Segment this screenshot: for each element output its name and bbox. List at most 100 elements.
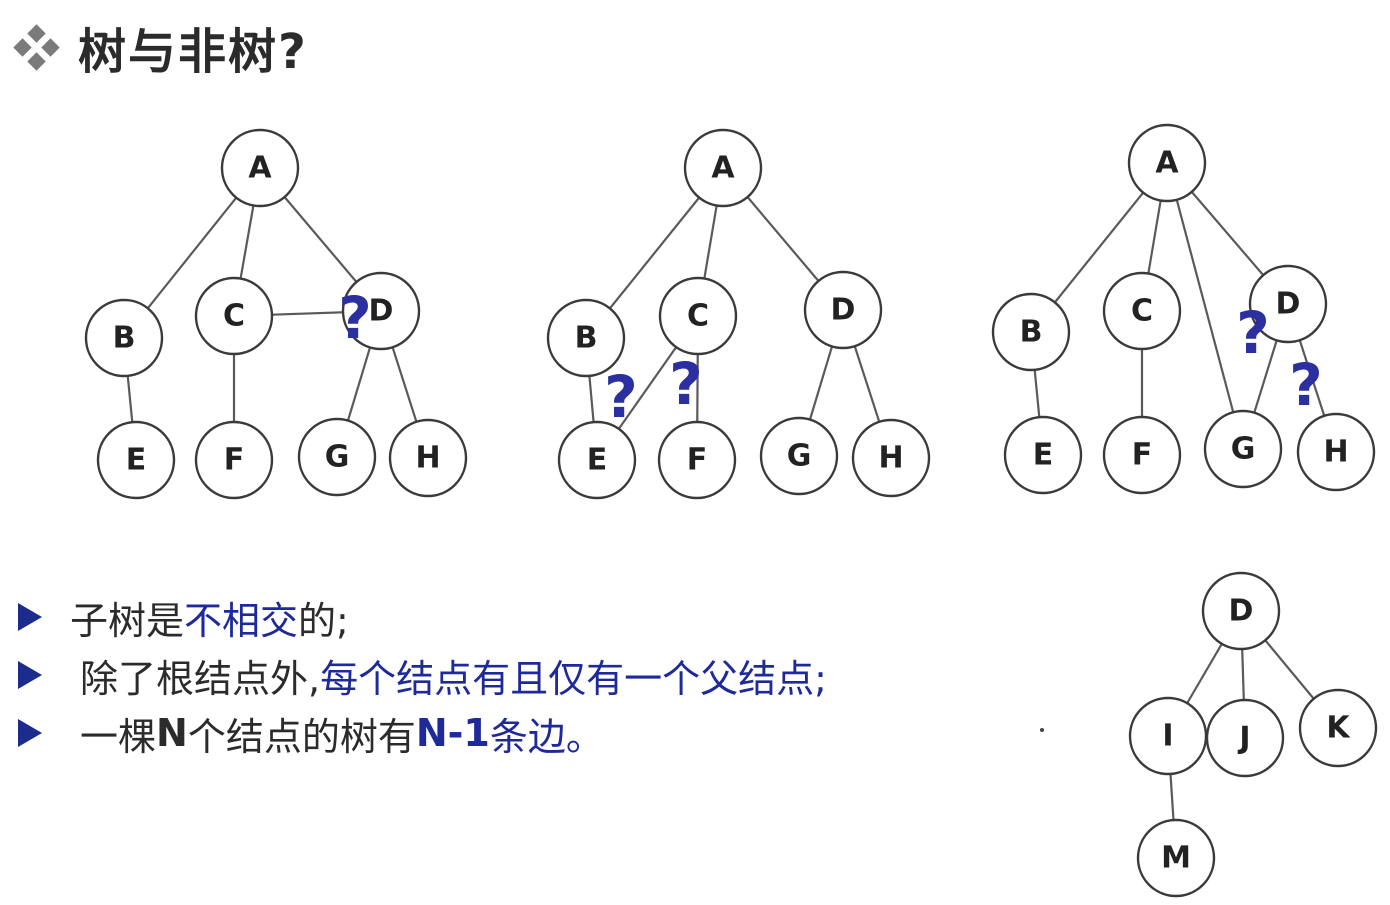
tree-node-2-h: H xyxy=(851,418,931,498)
node-circle xyxy=(657,420,737,500)
title-row: 树与非树? xyxy=(13,12,308,82)
node-circle xyxy=(220,128,300,208)
node-label: J xyxy=(1237,721,1250,756)
node-circle xyxy=(1205,698,1285,778)
node-circle xyxy=(388,418,468,498)
node-label: A xyxy=(248,151,272,186)
tree-node-4-k: K xyxy=(1298,688,1378,768)
node-label: H xyxy=(878,441,903,476)
tree-node-3-g: G xyxy=(1203,409,1283,489)
question-mark-2-2: ? xyxy=(669,350,703,418)
node-label: G xyxy=(787,439,812,474)
node-circle xyxy=(1203,409,1283,489)
node-label: F xyxy=(224,443,245,478)
arrow-bullet-icon xyxy=(18,603,42,631)
node-circle xyxy=(1298,688,1378,768)
node-circle xyxy=(1003,415,1083,495)
node-label: H xyxy=(415,441,440,476)
bullet-text-segment: 一棵 xyxy=(80,714,157,759)
tree-node-1-e: E xyxy=(96,420,176,500)
question-mark-3-1: ? xyxy=(1236,299,1270,367)
node-circle xyxy=(991,292,1071,372)
node-label: C xyxy=(223,299,245,334)
node-circle xyxy=(1136,818,1216,898)
node-label: D xyxy=(1276,287,1301,322)
node-label: B xyxy=(1020,315,1043,350)
node-label: D xyxy=(369,294,394,329)
page-title: 树与非树? xyxy=(78,24,308,80)
question-mark-2-1: ? xyxy=(604,363,638,431)
node-label: K xyxy=(1326,711,1351,746)
tree-node-3-b: B xyxy=(991,292,1071,372)
tree-node-3-c: C xyxy=(1102,271,1182,351)
bullet-text-segment: N xyxy=(156,711,188,755)
node-layer: A B C D E F G H A B C D E F G H A B C D E F G H D I J K M xyxy=(84,123,1378,898)
tree-node-1-d: D xyxy=(341,271,421,351)
tree-node-1-g: G xyxy=(297,417,377,497)
tree-node-4-j: J xyxy=(1205,698,1285,778)
node-label: D xyxy=(1229,594,1254,629)
bullet-text-segment: 每个结点有且仅有一个父结点; xyxy=(320,656,827,701)
arrow-bullet-icon xyxy=(18,661,42,689)
node-label: H xyxy=(1323,435,1348,470)
tree-node-2-c: C xyxy=(658,276,738,356)
bullet-text-segment: 的; xyxy=(298,598,349,643)
node-circle xyxy=(1102,415,1182,495)
node-circle xyxy=(341,271,421,351)
node-label: B xyxy=(575,321,598,356)
node-label: C xyxy=(1131,294,1153,329)
bullet-item-2: 除了根结点外,每个结点有且仅有一个父结点; xyxy=(14,646,1114,704)
tree-node-3-e: E xyxy=(1003,415,1083,495)
node-circle xyxy=(1248,264,1328,344)
tree-node-2-f: F xyxy=(657,420,737,500)
tree-node-1-f: F xyxy=(194,420,274,500)
bullet-text-segment: 不相交 xyxy=(184,598,299,643)
bullet-text-segment: 条边。 xyxy=(489,714,604,759)
node-circle xyxy=(546,298,626,378)
node-circle xyxy=(1296,412,1376,492)
node-label: C xyxy=(687,299,709,334)
question-mark-layer: ????? xyxy=(338,284,1323,431)
node-label: D xyxy=(831,293,856,328)
stray-dot xyxy=(1040,728,1044,732)
node-label: B xyxy=(113,321,136,356)
arrow-bullet-icon xyxy=(18,719,42,747)
node-label: G xyxy=(325,440,350,475)
tree-node-2-g: G xyxy=(759,416,839,496)
node-label: A xyxy=(1155,146,1179,181)
node-circle xyxy=(1102,271,1182,351)
tree-node-3-f: F xyxy=(1102,415,1182,495)
bullet-text-segment: N-1 xyxy=(415,711,490,755)
node-circle xyxy=(96,420,176,500)
question-mark-1-1: ? xyxy=(338,284,372,352)
tree-node-2-b: B xyxy=(546,298,626,378)
node-circle xyxy=(194,420,274,500)
node-circle xyxy=(1201,571,1281,651)
node-label: F xyxy=(1132,438,1153,473)
tree-node-3-a: A xyxy=(1127,123,1207,203)
tree-node-2-e: E xyxy=(557,420,637,500)
node-label: E xyxy=(587,443,608,478)
edge-3-a-g xyxy=(1165,162,1245,450)
node-label: A xyxy=(711,151,735,186)
tree-node-1-c: C xyxy=(194,276,274,356)
node-label: I xyxy=(1162,719,1173,754)
tree-node-3-h: H xyxy=(1296,412,1376,492)
tree-node-3-d: D xyxy=(1248,264,1328,344)
bullet-text-segment: 子树是 xyxy=(70,598,185,643)
bullet-item-1: 子树是不相交的; xyxy=(14,588,1114,646)
node-label: M xyxy=(1161,841,1191,876)
node-label: E xyxy=(126,443,147,478)
tree-node-4-i: I xyxy=(1128,696,1208,776)
node-label: G xyxy=(1231,432,1256,467)
bullet-text-segment: 个结点的树有 xyxy=(187,714,416,759)
node-circle xyxy=(297,417,377,497)
node-circle xyxy=(557,420,637,500)
node-circle xyxy=(803,270,883,350)
node-circle xyxy=(84,298,164,378)
tree-node-1-h: H xyxy=(388,418,468,498)
tree-node-4-d: D xyxy=(1201,571,1281,651)
node-circle xyxy=(1127,123,1207,203)
